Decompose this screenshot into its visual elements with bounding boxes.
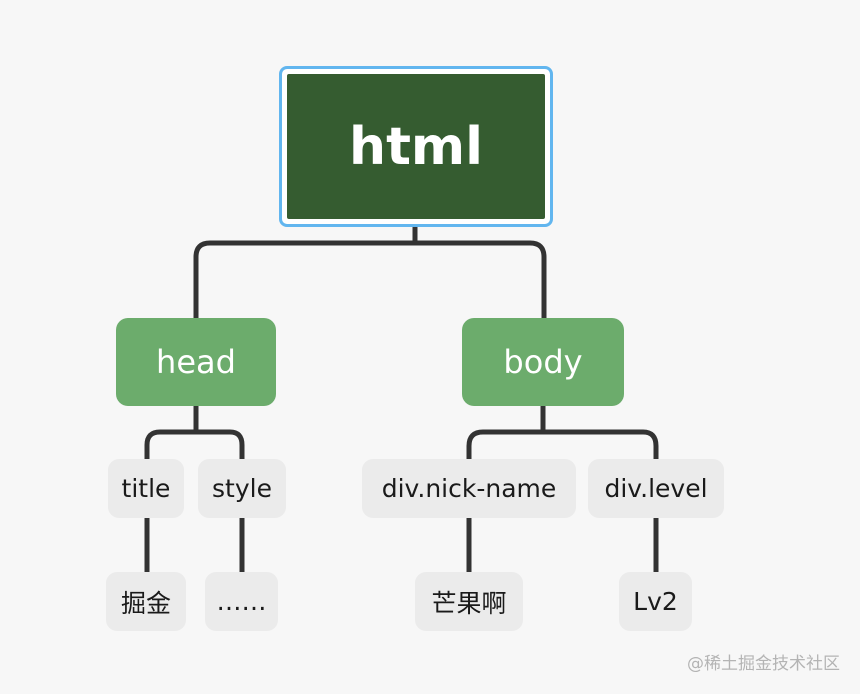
style-node[interactable]: style (198, 459, 286, 518)
level-text-node[interactable]: Lv2 (619, 572, 692, 631)
connector-body-children (466, 403, 659, 462)
body-node[interactable]: body (462, 318, 624, 406)
title-node[interactable]: title (108, 459, 184, 518)
source-watermark: @稀土掘金技术社区 (687, 654, 840, 674)
connector-head-children (144, 403, 245, 462)
nick-name-text-node[interactable]: 芒果啊 (415, 572, 523, 631)
div-level-node[interactable]: div.level (588, 459, 724, 518)
connector-html-children (193, 224, 547, 321)
title-text-node[interactable]: 掘金 (106, 572, 186, 631)
div-nick-name-node[interactable]: div.nick-name (362, 459, 576, 518)
style-content-node[interactable]: …… (205, 572, 278, 631)
html-node[interactable]: html (287, 74, 545, 219)
head-node[interactable]: head (116, 318, 276, 406)
